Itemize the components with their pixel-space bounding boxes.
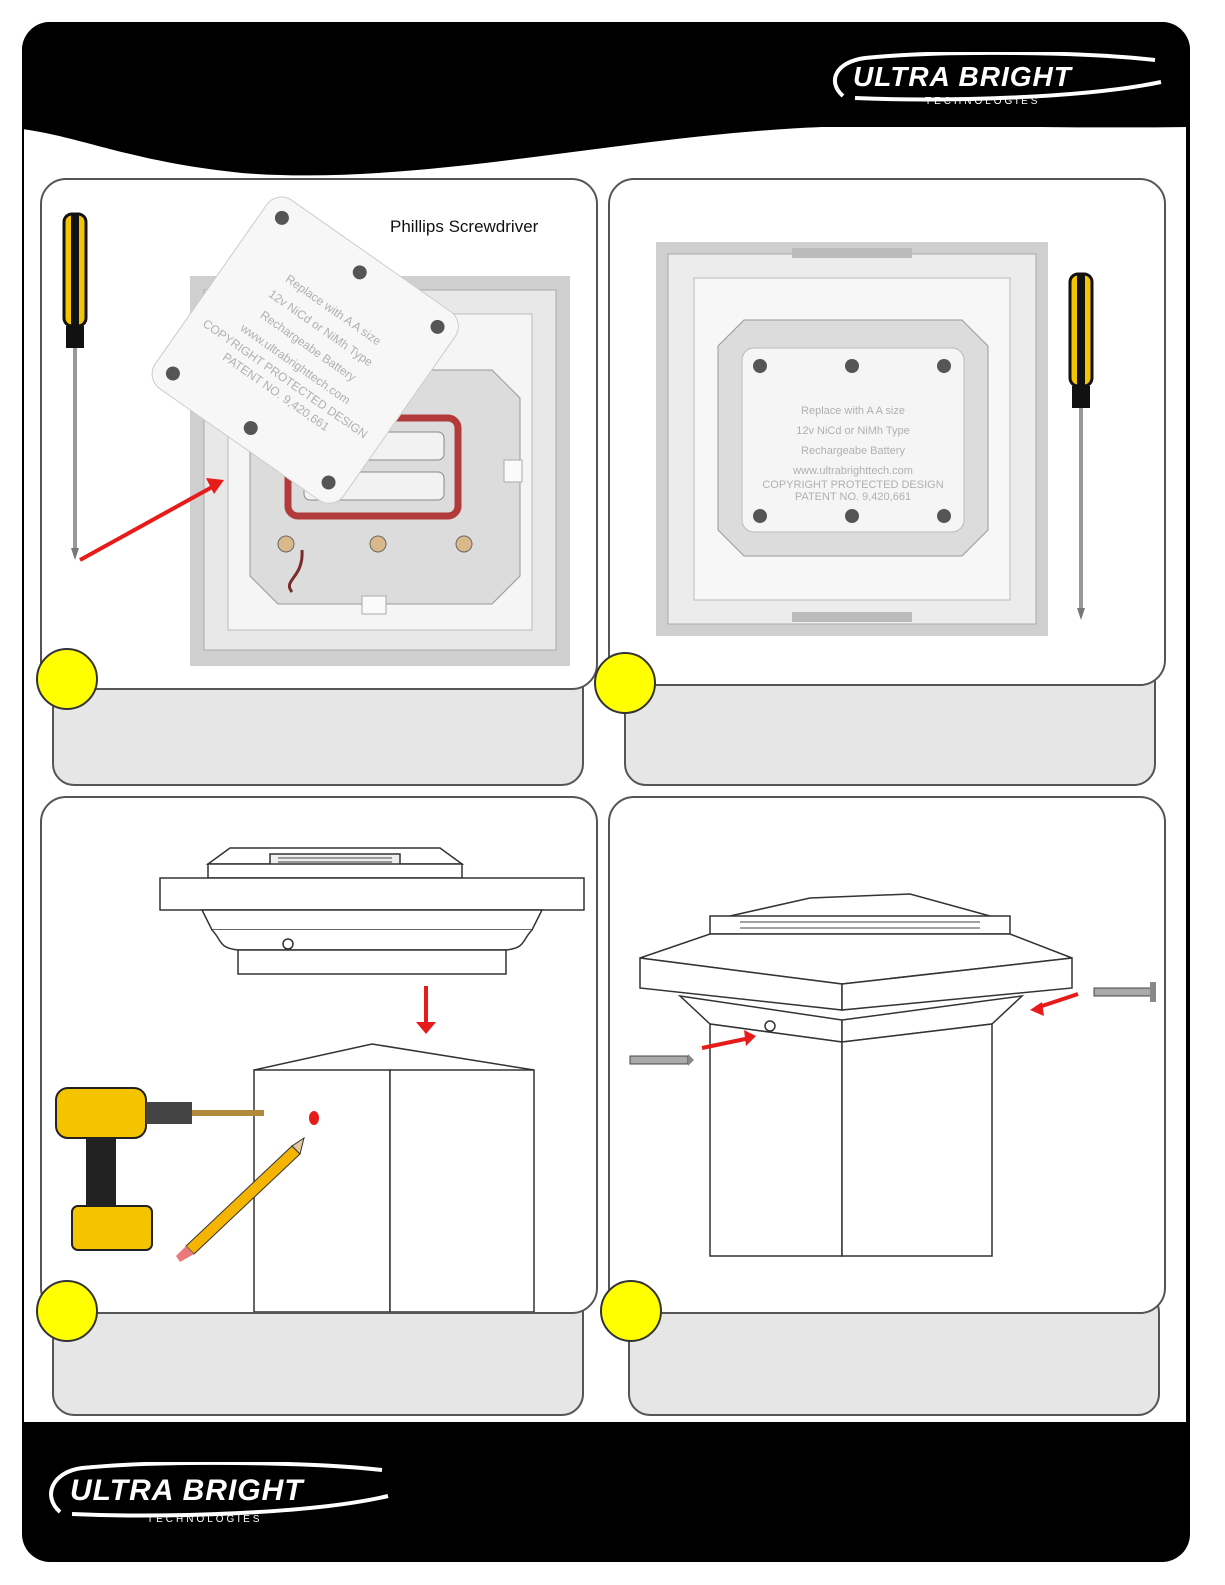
cover2-line-3: Rechargeabe Battery (801, 445, 905, 457)
step4-panel (608, 796, 1166, 1314)
arrow-icon (416, 986, 436, 1034)
screwdriver-icon (62, 212, 88, 560)
screwdriver-icon (1068, 272, 1094, 620)
brand-name-bottom: ULTRA BRIGHT (70, 1474, 305, 1507)
step-1-badge (36, 648, 98, 710)
tool-label: Phillips Screwdriver (390, 217, 539, 236)
arrow-icon (79, 478, 224, 562)
pilot-hole-mark (309, 1111, 319, 1125)
vinyl-post-drawing (253, 1043, 535, 1312)
step-2-badge (594, 652, 656, 714)
brand-name: ULTRA BRIGHT (853, 61, 1074, 92)
cover2-line-2: 12v NiCd or NiMh Type (796, 425, 910, 437)
brand-sub-bottom: TECHNOLOGIES (147, 1514, 262, 1525)
cover2-line-6: PATENT NO. 9,420,661 (795, 491, 911, 503)
battery-cover-plate: Replace with A A size 12v NiCd or NiMh T… (151, 196, 459, 504)
pencil-icon (176, 1136, 305, 1262)
screw-icon-right (1093, 982, 1156, 1002)
arrow-icon (701, 992, 1079, 1050)
post-with-cap-drawing (639, 893, 1073, 1257)
step2-panel: Replace with A A size 12v NiCd or NiMh T… (608, 178, 1166, 686)
drill-icon (55, 1087, 264, 1251)
screw-icon-left (629, 1054, 694, 1066)
cover2-line-5: COPYRIGHT PROTECTED DESIGN (762, 479, 943, 491)
header-wave (22, 117, 1190, 176)
step-4-badge (600, 1280, 662, 1342)
step1-panel: Replace with A A size 12v NiCd or NiMh T… (40, 178, 598, 690)
brand-logo-bottom: ULTRA BRIGHT TECHNOLOGIES (42, 1462, 397, 1532)
post-cap-drawing (159, 847, 585, 975)
cover2-line-4: www.ultrabrighttech.com (792, 465, 913, 477)
cover2-line-1: Replace with A A size (801, 405, 905, 417)
brand-logo-top: ULTRA BRIGHT TECHNOLOGIES (825, 52, 1170, 112)
step-3-badge (36, 1280, 98, 1342)
brand-sub: TECHNOLOGIES (925, 96, 1040, 107)
step3-panel (40, 796, 598, 1314)
fixture-housing-closed: Replace with A A size 12v NiCd or NiMh T… (656, 242, 1048, 636)
